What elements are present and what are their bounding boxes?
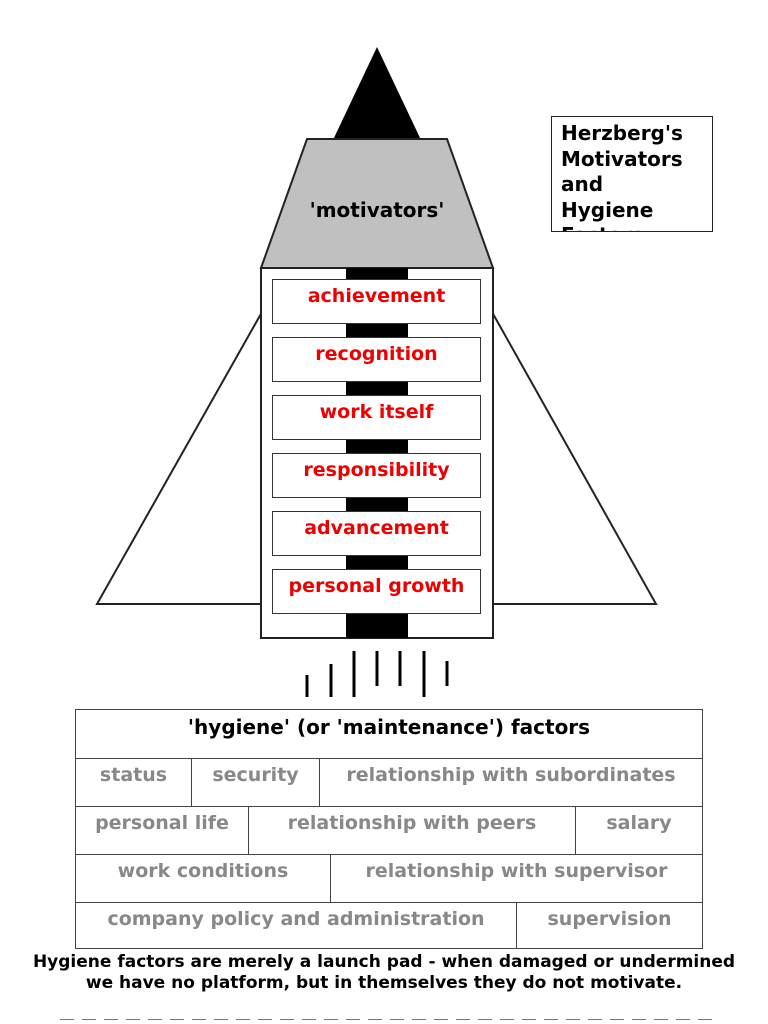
caption-text: Hygiene factors are merely a launch pad …	[32, 952, 736, 993]
left-fin	[95, 308, 263, 605]
hygiene-cell: supervision	[516, 902, 703, 949]
motivator-box: recognition	[272, 337, 481, 382]
hygiene-header: 'hygiene' (or 'maintenance') factors	[75, 709, 703, 759]
title-line: Factors	[561, 223, 712, 231]
motivator-box: achievement	[272, 279, 481, 324]
right-fin	[491, 308, 658, 605]
hygiene-cell: work conditions	[75, 854, 331, 903]
exhaust-lines	[305, 651, 449, 697]
title-line: and	[561, 172, 604, 196]
hygiene-cell: status	[75, 758, 192, 807]
hygiene-cell: relationship with subordinates	[319, 758, 703, 807]
motivator-box: work itself	[272, 395, 481, 440]
hygiene-factors-table: 'hygiene' (or 'maintenance') factors sta…	[75, 709, 703, 949]
hygiene-cell: relationship with peers	[248, 806, 576, 855]
nose-tip	[333, 47, 421, 140]
motivator-box: responsibility	[272, 453, 481, 498]
title-line: Hygiene	[561, 197, 654, 222]
hygiene-cell: company policy and administration	[75, 902, 517, 949]
motivator-box: advancement	[272, 511, 481, 556]
cutoff-text-line	[0, 1016, 768, 1024]
hygiene-cell: relationship with supervisor	[330, 854, 703, 903]
title-line: Motivators	[561, 146, 683, 171]
diagram-title-box: Herzberg's Motivators and Hygiene Factor…	[551, 116, 713, 232]
hygiene-cell: security	[191, 758, 320, 807]
motivator-box: personal growth	[272, 569, 481, 614]
title-line: Herzberg's	[561, 121, 683, 145]
motivators-label: 'motivators'	[309, 198, 445, 222]
hygiene-cell: salary	[575, 806, 703, 855]
hygiene-cell: personal life	[75, 806, 249, 855]
